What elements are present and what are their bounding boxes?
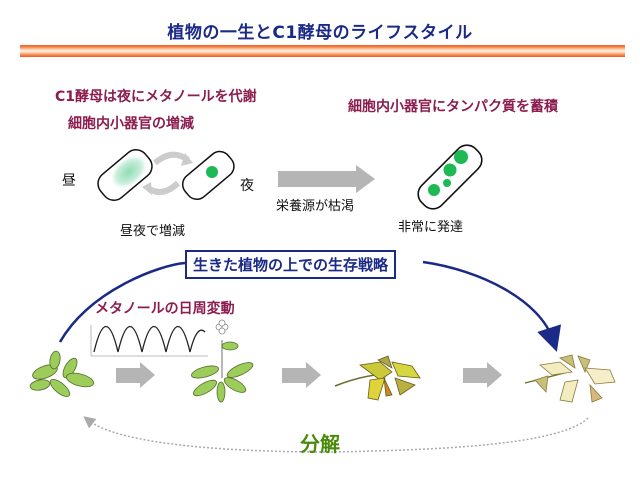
left-heading-2: 細胞内小器官の増減: [68, 116, 194, 132]
stage-arrow-icon: [282, 362, 321, 388]
night-label: 夜: [240, 178, 254, 194]
strategy-arc: [58, 260, 553, 342]
page-title: 植物の一生とC1酵母のライフスタイル: [167, 23, 473, 43]
cycle-caption: 昼夜で増減: [120, 224, 186, 239]
stage-arrow-icon: [116, 362, 155, 388]
title-underline: [20, 45, 625, 57]
yeast-cell-diffuse-icon: [97, 149, 153, 201]
nutrient-arrow-icon: [278, 165, 375, 193]
left-heading-1: C1酵母は夜にメタノールを代謝: [55, 89, 257, 105]
decomposition-label: 分解: [300, 432, 340, 456]
flowering-plant-icon: [191, 319, 254, 403]
day-label: 昼: [62, 173, 76, 189]
methanol-wave-chart: [90, 325, 208, 357]
stage-arrow-icon: [463, 362, 502, 388]
rosette-plant-icon: [29, 350, 95, 398]
cycle-arrows-icon: [142, 151, 193, 195]
dead-plant-icon: [524, 354, 616, 403]
survival-strategy-label: 生きた植物の上での生存戦略: [185, 250, 397, 279]
withered-plant-icon: [334, 355, 421, 401]
right-heading: 細胞内小器官にタンパク質を蓄積: [348, 99, 558, 115]
methanol-variation-label: メタノールの日周変動: [95, 301, 235, 317]
decomposition-arc: [83, 416, 589, 453]
nutrient-depletion-label: 栄養源が枯渇: [276, 199, 355, 214]
developed-caption: 非常に発達: [398, 220, 464, 235]
yeast-cell-many-organelles-icon: [417, 144, 483, 210]
